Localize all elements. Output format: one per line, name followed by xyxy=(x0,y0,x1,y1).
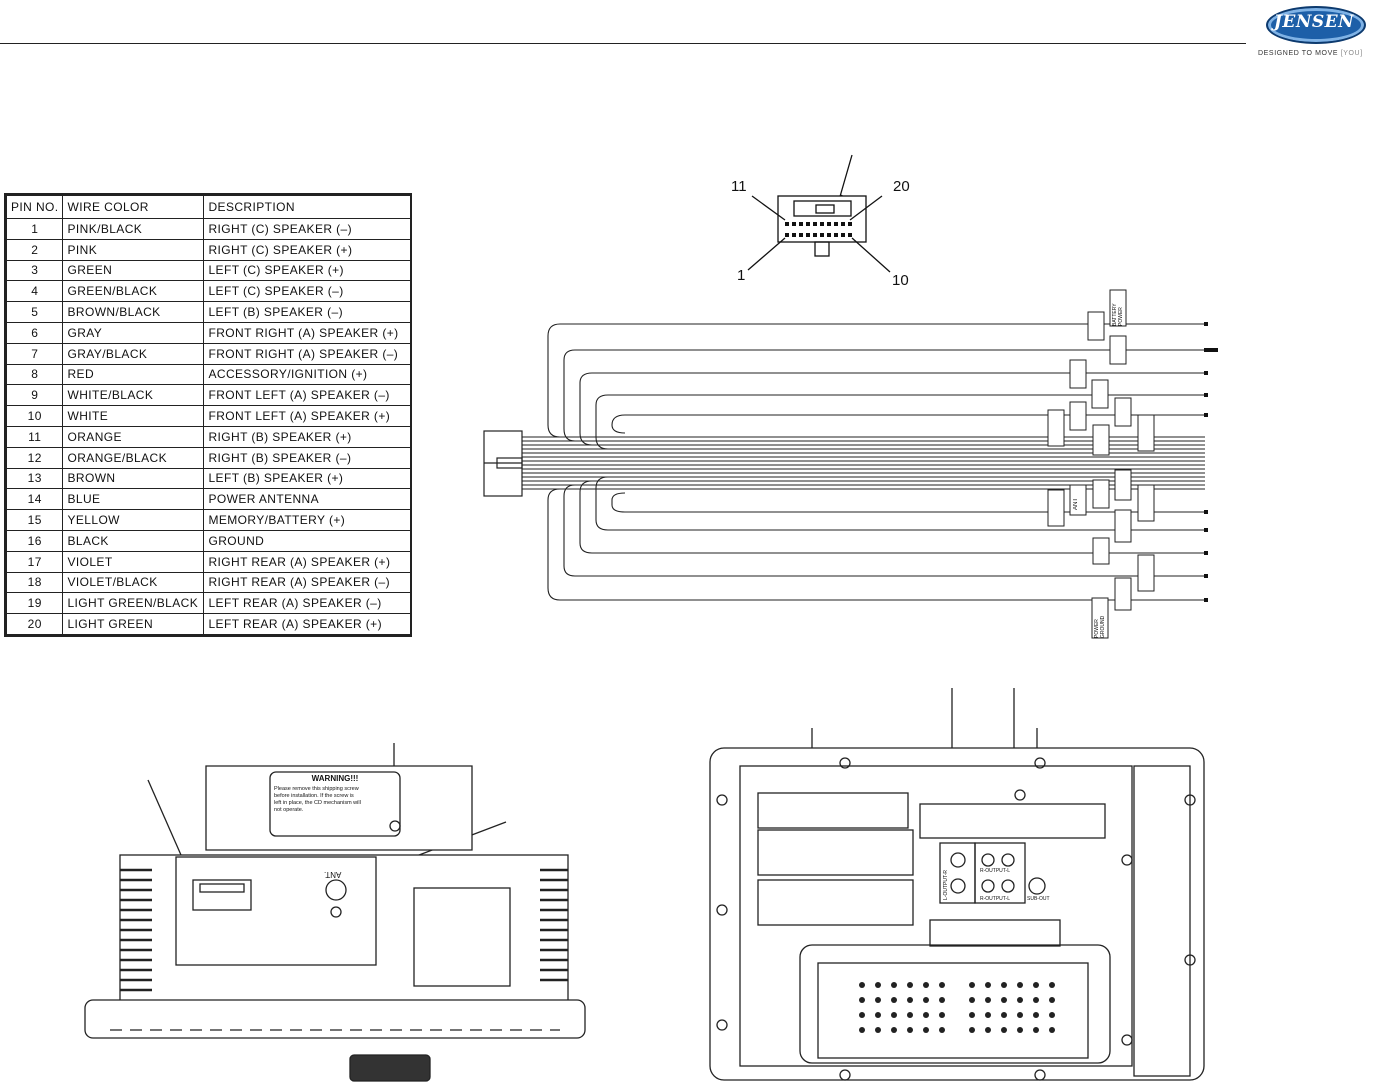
connector-pin-20-label: 20 xyxy=(893,178,910,195)
warning-line-3: left in place, the CD mechanism will xyxy=(274,800,361,806)
pin-number: 20 xyxy=(5,613,64,635)
pin-description: FRONT LEFT (A) SPEAKER (–) xyxy=(203,384,412,407)
battery-power-tag: BATTERY POWER xyxy=(1112,303,1124,326)
pin-number: 9 xyxy=(5,384,64,407)
pin-description: FRONT RIGHT (A) SPEAKER (+) xyxy=(203,321,412,344)
logo-tagline: DESIGNED TO MOVE [YOU] xyxy=(1258,50,1370,57)
logo-oval xyxy=(1266,6,1366,44)
output-label-rl-top: R-OUTPUT-L xyxy=(980,868,1010,874)
connector-pin-1-label: 1 xyxy=(737,267,746,284)
power-ground-tag: POWER GROUND xyxy=(1094,615,1106,638)
head-unit-back-view xyxy=(84,743,586,1082)
tagline-you: [YOU] xyxy=(1340,50,1363,57)
header-rule xyxy=(0,43,1246,44)
wire-color: BLUE xyxy=(62,488,205,511)
vent-holes xyxy=(859,982,1055,1033)
wire-color: GREEN/BLACK xyxy=(62,280,205,303)
pin-description: RIGHT (B) SPEAKER (–) xyxy=(203,446,412,469)
logo-wordmark: JENSEN xyxy=(1273,12,1355,32)
wire-color: PINK/BLACK xyxy=(62,218,205,240)
output-label-rl-bottom: R-OUTPUT-L xyxy=(980,896,1010,902)
jensen-logo: JENSEN DESIGNED TO MOVE [YOU] xyxy=(1258,6,1368,62)
pin-description: FRONT RIGHT (A) SPEAKER (–) xyxy=(203,342,412,365)
warning-label: WARNING!!! Please remove this shipping s… xyxy=(274,775,396,814)
wire-color: RED xyxy=(62,363,205,386)
output-label-lr: L-OUTPUT-R xyxy=(943,870,949,900)
header-wire-color: WIRE COLOR xyxy=(62,195,205,219)
warning-line-2: before installation. If the screw is xyxy=(274,793,354,799)
wire-color: GRAY/BLACK xyxy=(62,342,205,365)
pin-description: LEFT REAR (A) SPEAKER (–) xyxy=(203,592,412,615)
connector-pin-10-label: 10 xyxy=(892,272,909,289)
wire-color: VIOLET xyxy=(62,550,205,573)
pin-number: 7 xyxy=(5,342,64,365)
wire-color: LIGHT GREEN xyxy=(62,613,205,635)
header-pin-no: PIN NO. xyxy=(5,195,64,219)
warning-title: WARNING!!! xyxy=(311,774,359,783)
header-description: DESCRIPTION xyxy=(203,195,412,219)
wire-color: PINK xyxy=(62,238,205,261)
pin-description: FRONT LEFT (A) SPEAKER (+) xyxy=(203,405,412,427)
pin-description: LEFT (C) SPEAKER (–) xyxy=(203,280,412,303)
pin-number: 10 xyxy=(5,405,64,427)
rear-panel-view xyxy=(709,688,1205,1081)
tagline-text: DESIGNED TO MOVE xyxy=(1258,50,1339,57)
warning-line-4: not operate. xyxy=(274,807,304,813)
connector-pin-11-label: 11 xyxy=(731,178,747,195)
wire-color: ORANGE/BLACK xyxy=(62,446,205,469)
wire-color: GRAY xyxy=(62,321,205,344)
wire-harness xyxy=(483,289,1218,639)
pin-description: RIGHT (C) SPEAKER (+) xyxy=(203,238,412,261)
table-header-row: PIN NO. WIRE COLOR DESCRIPTION xyxy=(5,195,412,219)
warning-line-1: Please remove this shipping screw xyxy=(274,786,359,792)
sub-out-label: SUB-OUT xyxy=(1027,896,1050,902)
wire-color: LIGHT GREEN/BLACK xyxy=(62,592,205,615)
pin-description: RIGHT (C) SPEAKER (–) xyxy=(203,218,412,240)
connector-diagram xyxy=(747,154,891,273)
wire-color: VIOLET/BLACK xyxy=(62,571,205,594)
wire-color: BROWN/BLACK xyxy=(62,301,205,323)
pin-description: GROUND xyxy=(203,529,412,552)
ant-jack-label: ANT. xyxy=(324,870,342,879)
wire-color: WHITE/BLACK xyxy=(62,384,205,407)
pin-description: LEFT REAR (A) SPEAKER (+) xyxy=(203,613,412,635)
wire-color: WHITE xyxy=(62,405,205,427)
pin-description: LEFT (B) SPEAKER (–) xyxy=(203,301,412,323)
ant-tag: ANT xyxy=(1073,498,1079,510)
